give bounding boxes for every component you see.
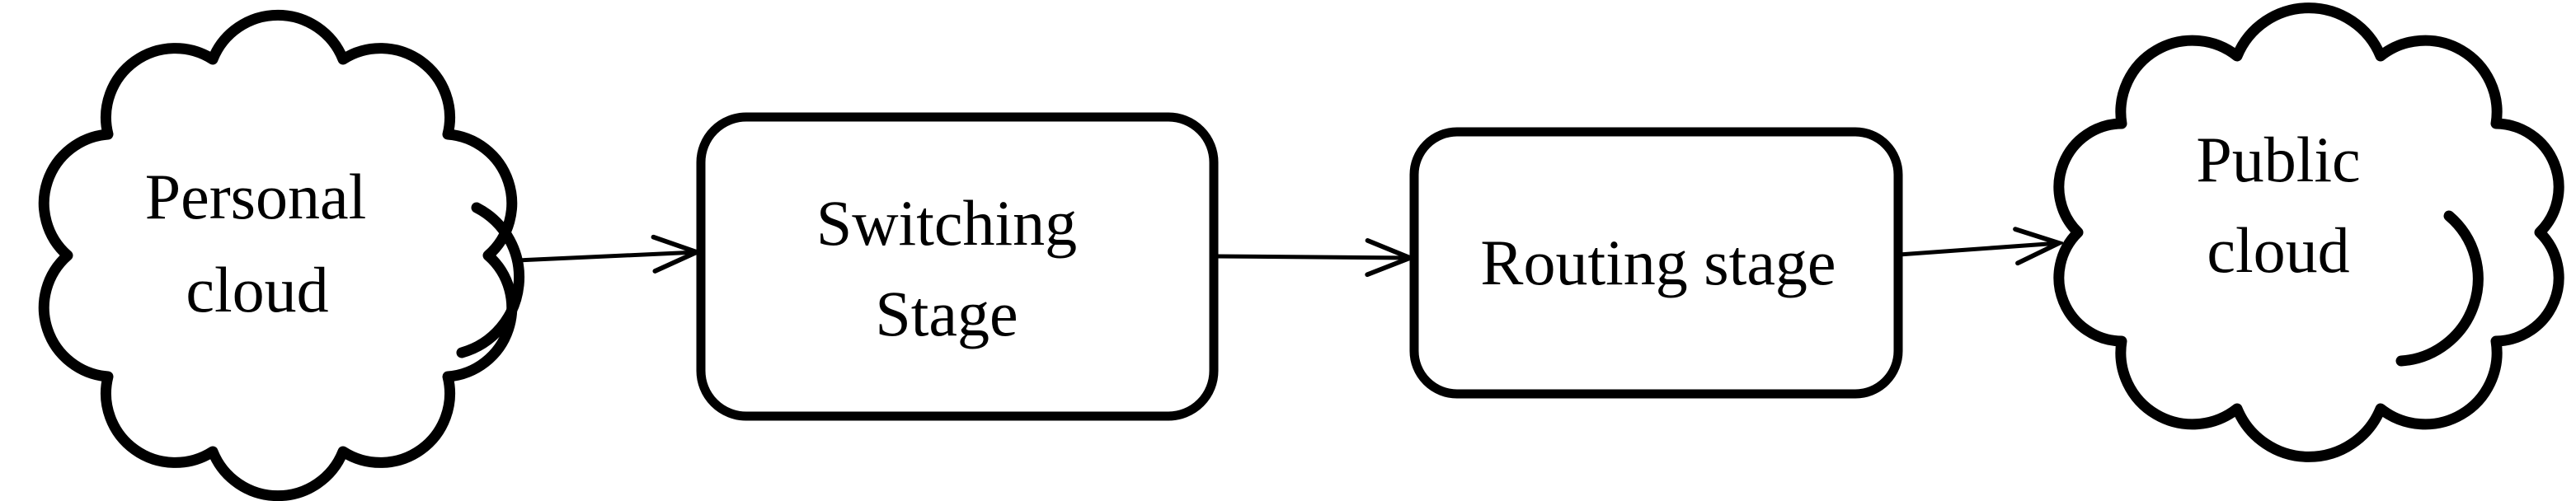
routing-stage-box xyxy=(1409,127,1903,399)
edge-routing-to-public-arrow xyxy=(1898,243,2059,255)
personal-cloud-inner-arc xyxy=(456,202,525,358)
switching-stage-box xyxy=(696,112,1219,421)
node-public-cloud: Public cloud xyxy=(2053,2,2564,462)
node-personal-cloud: Personal cloud xyxy=(38,9,525,501)
node-switching-stage: Switching Stage xyxy=(696,112,1219,421)
switching-stage-label-line2: Stage xyxy=(875,278,1018,349)
personal-cloud-label-line1: Personal xyxy=(145,161,367,232)
public-cloud-label-line1: Public xyxy=(2196,124,2360,195)
personal-cloud-shape xyxy=(38,9,518,501)
public-cloud-inner-arc xyxy=(2395,210,2484,367)
public-cloud-label-line2: cloud xyxy=(2207,214,2349,286)
routing-stage-label: Routing stage xyxy=(1480,227,1836,298)
public-cloud-shape xyxy=(2053,2,2564,462)
personal-cloud-label-line2: cloud xyxy=(186,254,328,325)
switching-stage-label-line1: Switching xyxy=(816,187,1077,259)
node-routing-stage: Routing stage xyxy=(1409,127,1903,399)
edge-switching-to-routing-arrow xyxy=(1215,256,1410,258)
edge-personal-to-switching-arrow xyxy=(517,252,697,260)
